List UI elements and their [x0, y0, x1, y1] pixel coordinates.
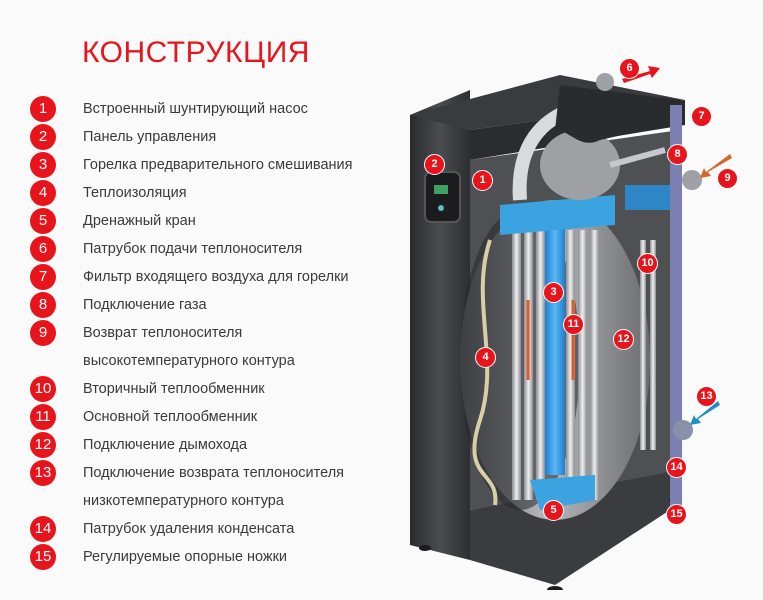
legend-label: Панель управления	[83, 129, 217, 145]
legend-label: Вторичный теплообменник	[83, 381, 265, 397]
legend-label: Основной теплообменник	[83, 409, 258, 425]
return-flange-low	[673, 420, 693, 440]
legend-label: Теплоизоляция	[83, 185, 187, 201]
callout-2: 2	[424, 154, 445, 175]
legend-label: Встроенный шунтирующий насос	[83, 101, 308, 117]
control-panel	[424, 171, 461, 223]
callout-5: 5	[543, 500, 564, 521]
page-title: КОНСТРУКЦИЯ	[82, 36, 310, 69]
number-badge: 12	[30, 432, 56, 458]
callout-4: 4	[475, 347, 496, 368]
number-badge: 9	[30, 320, 56, 346]
number-badge: 2	[30, 124, 56, 150]
callout-13: 13	[696, 386, 717, 407]
callout-3: 3	[543, 282, 564, 303]
number-badge: 13	[30, 460, 56, 486]
callout-11: 11	[563, 314, 584, 335]
legend-label: Дренажный кран	[83, 213, 196, 229]
number-badge: 7	[30, 264, 56, 290]
legend-label: Регулируемые опорные ножки	[83, 549, 288, 565]
callout-15: 15	[666, 504, 687, 525]
return-in-arrow-low	[690, 401, 720, 425]
callout-14: 14	[666, 457, 687, 478]
number-badge: 4	[30, 180, 56, 206]
legend-label-continued: низкотемпературного контура	[83, 493, 284, 509]
legend-label: Подключение газа	[83, 297, 207, 313]
return-in-arrow-high	[700, 154, 732, 178]
callout-1: 1	[472, 170, 493, 191]
callout-6: 6	[619, 58, 640, 79]
fan-assembly	[512, 85, 680, 201]
secondary-exchanger-box	[625, 185, 670, 210]
number-badge: 3	[30, 152, 56, 178]
legend-label: Фильтр входящего воздуха для горелки	[83, 269, 349, 285]
legend-label: Подключение дымохода	[83, 437, 248, 453]
number-badge: 5	[30, 208, 56, 234]
number-badge: 15	[30, 544, 56, 570]
return-flange-high	[682, 170, 702, 190]
number-badge: 11	[30, 404, 56, 430]
air-filter-panel	[670, 105, 682, 515]
legend-label-continued: высокотемпературного контура	[83, 353, 295, 369]
callout-9: 9	[717, 168, 738, 189]
boiler-cutaway-illustration	[410, 66, 732, 590]
callout-10: 10	[637, 253, 658, 274]
number-badge: 14	[30, 516, 56, 542]
number-badge: 8	[30, 292, 56, 318]
number-badge: 6	[30, 236, 56, 262]
number-badge: 1	[30, 96, 56, 122]
legend-label: Патрубок удаления конденсата	[83, 521, 295, 537]
number-badge: 10	[30, 376, 56, 402]
legend-label: Возврат теплоносителя	[83, 325, 243, 341]
legend-label: Патрубок подачи теплоносителя	[83, 241, 303, 257]
callout-12: 12	[613, 329, 634, 350]
legend-label: Горелка предварительного смешивания	[83, 157, 353, 173]
callout-8: 8	[667, 144, 688, 165]
callout-7: 7	[691, 106, 712, 127]
gas-pipe	[609, 147, 666, 168]
legend-label: Подключение возврата теплоносителя	[83, 465, 345, 481]
flow-flange	[596, 73, 614, 91]
